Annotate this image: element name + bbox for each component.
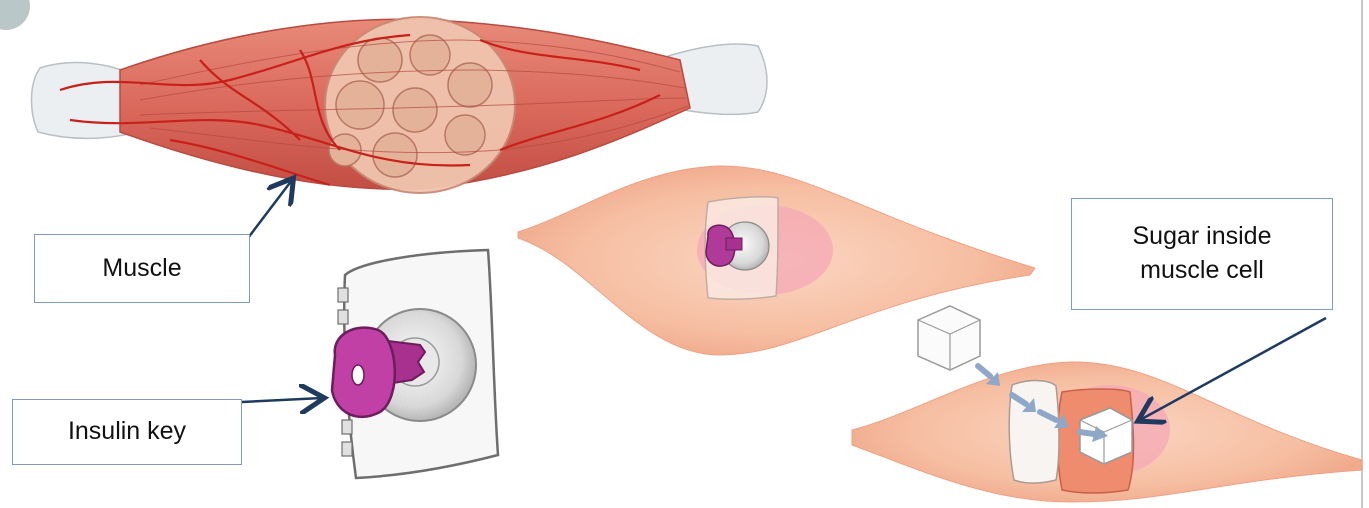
muscle-pointer-arrow	[248, 180, 292, 238]
sugar-inside-label: Sugar inside muscle cell	[1071, 198, 1333, 310]
muscle-illustration	[32, 17, 768, 193]
insulin-pointer-arrow	[242, 398, 322, 402]
insulin-key-label: Insulin key	[12, 399, 242, 465]
sugar-label-line-1: Sugar inside	[1133, 220, 1272, 254]
sugar-label-line-2: muscle cell	[1140, 254, 1264, 288]
insulin-key-label-text: Insulin key	[68, 415, 186, 449]
sugar-cube-icon	[918, 306, 980, 370]
sugar-pointer-arrow	[1140, 318, 1326, 420]
muscle-label-text: Muscle	[102, 252, 181, 286]
muscle-label: Muscle	[34, 234, 250, 303]
muscle-cell	[852, 362, 1362, 502]
